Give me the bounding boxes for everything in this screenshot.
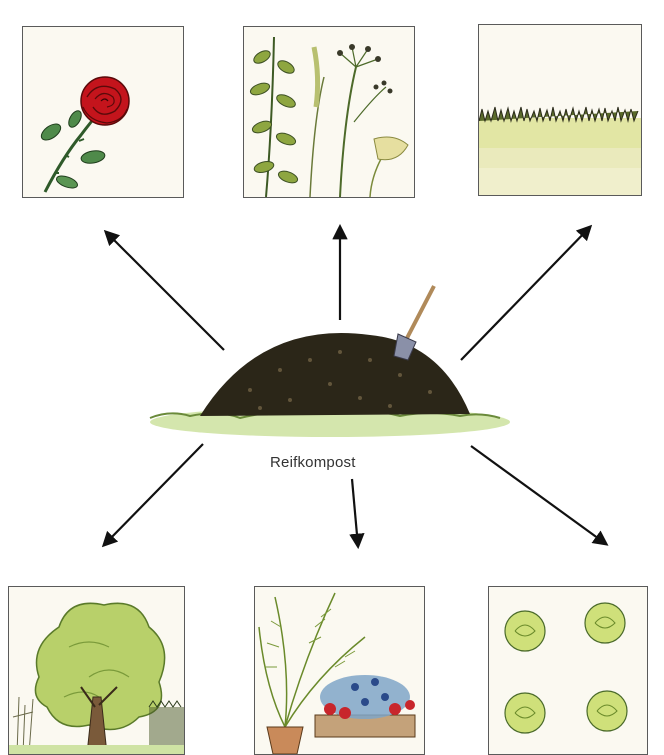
rose-illustration [23, 27, 183, 197]
arrow-to-lettuce [471, 446, 606, 544]
palm-illustration [255, 587, 424, 754]
rose-panel [22, 26, 184, 198]
tree-illustration [9, 587, 184, 754]
lawn-panel [478, 24, 642, 196]
compost-caption: Reifkompost [270, 454, 400, 471]
rose-bloom [81, 77, 129, 125]
herbs-panel [243, 26, 415, 198]
compost-heap-illustration [140, 280, 520, 445]
lawn-illustration [479, 25, 641, 195]
arrow-to-tree [104, 444, 203, 545]
lettuce-panel [488, 586, 648, 755]
palm-panel [254, 586, 425, 755]
tree-panel [8, 586, 185, 755]
herbs-illustration [244, 27, 414, 197]
arrow-to-palm [352, 479, 358, 546]
lettuce-illustration [489, 587, 647, 754]
